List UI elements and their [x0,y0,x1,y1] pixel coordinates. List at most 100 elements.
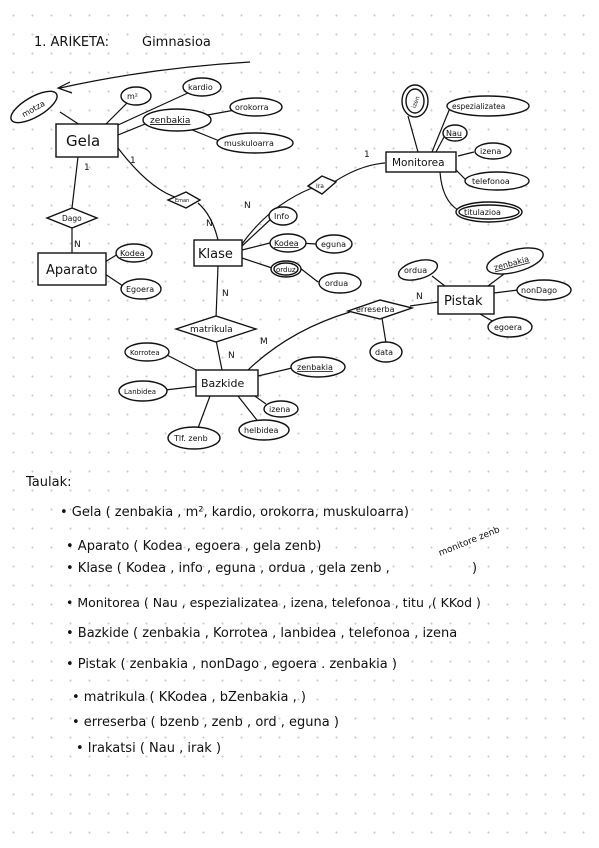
margin-annotation: monitore zenb [437,525,501,559]
table-line-monitorea: • Monitorea ( Nau , espezializatea , ize… [66,595,481,610]
exercise-number: 1. ARIKETA: [34,35,109,50]
attr-monitorea-titulazioa: titulazioa [455,201,523,223]
attr-gela-muskuloarra: muskuloarra [216,132,294,154]
entity-gela[interactable]: Gela [55,123,119,158]
cardinality-matrikula-bazkide: N [228,351,235,361]
attr-pistak-zenbakia: zenbakia [486,247,544,275]
entity-klase[interactable]: Klase [193,239,243,267]
attr-gela-motza: motza [10,90,58,124]
svg-text:Kodea: Kodea [274,239,299,248]
relationship-dago[interactable]: Dago [45,207,99,229]
attr-pistak-nondago: nonDago [516,279,572,301]
exercise-title: Gimnasioa [142,35,211,50]
svg-text:m²: m² [127,92,138,101]
cardinality-erreserba-pistak: N [416,292,423,302]
svg-text:espezializatea: espezializatea [452,102,505,111]
entity-pistak-label: Pistak [444,294,483,309]
relationship-irakatsi[interactable]: Ira [306,175,338,195]
svg-text:data: data [375,348,393,357]
cardinality-ira-monitorea: 1 [364,150,370,160]
entity-monitorea[interactable]: Monitorea [385,151,457,173]
svg-text:Lanbidea: Lanbidea [124,388,156,396]
attr-aparato-kodea: Kodea [115,243,153,263]
cardinality-dago-aparato: N [74,240,81,250]
cardinality-eman-klase: N [206,219,213,229]
table-line-pistak: • Pistak ( zenbakia , nonDago , egoera .… [66,657,397,672]
table-line-klase-close: ) [472,561,477,576]
cardinality-gela-eman: 1 [130,156,136,166]
attr-monitorea-espezializatea: espezializatea [446,95,530,117]
entity-aparato[interactable]: Aparato [37,252,107,286]
attr-monitorea-telefonoa: telefonoa [464,171,530,191]
attr-aparato-egoera: Egoera [120,278,162,300]
svg-text:orduz: orduz [276,266,296,274]
relationship-matrikula[interactable]: matrikula [173,315,259,343]
attr-klase-kodea: Kodea [269,233,307,253]
attr-klase-eguna: eguna [315,234,353,254]
attr-bazkide-izena: izena [263,400,299,418]
entity-klase-label: Klase [198,247,233,262]
svg-text:muskuloarra: muskuloarra [224,139,274,148]
attr-gela-zenbakia: zenbakia [142,108,212,132]
entity-pistak[interactable]: Pistak [437,285,495,315]
entity-bazkide[interactable]: Bazkide [195,369,259,397]
svg-text:Kodea: Kodea [120,249,145,258]
svg-text:helbidea: helbidea [244,426,279,435]
relationship-erreserba[interactable]: erreserba [345,299,415,320]
attr-bazkide-lanbidea: Lanbidea [118,380,168,402]
entity-gela-label: Gela [66,132,100,150]
entity-aparato-label: Aparato [46,263,98,278]
attr-bazkide-tlf: Tlf. zenb [167,426,221,450]
svg-text:zenbakia: zenbakia [297,363,333,372]
cardinality-klase-ira: N [244,201,251,211]
relationship-erreserba-label: erreserba [356,305,395,314]
svg-text:Info: Info [274,212,289,221]
attr-monitorea-nau: Nau [442,124,468,142]
cardinalities: 1 1 N N N N N M 1 N [74,150,423,361]
attr-gela-kardio: kardio [182,77,222,97]
attr-klase-orduz: orduz [270,260,302,278]
entity-bazkide-label: Bazkide [201,377,244,390]
svg-text:Egoera: Egoera [126,285,154,294]
svg-text:eguna: eguna [321,240,346,249]
cardinality-klase-matrikula: N [222,289,229,299]
svg-text:ordua: ordua [404,266,427,275]
svg-text:titulazioa: titulazioa [464,208,501,217]
svg-text:Nau: Nau [446,129,462,138]
table-line-matrikula: • matrikula ( KKodea , bZenbakia , ) [72,690,306,705]
entity-monitorea-label: Monitorea [392,157,445,169]
svg-text:zenbakia: zenbakia [150,116,190,126]
cardinality-bazkide-erreserba: M [260,337,268,347]
table-line-bazkide: • Bazkide ( zenbakia , Korrotea , lanbid… [66,626,457,641]
attr-monitorea-izena: izena [474,142,512,160]
relationship-dago-label: Dago [62,214,82,223]
svg-text:telefonoa: telefonoa [472,177,510,186]
table-line-erreserba: • erreserba ( bzenb , zenb , ord , eguna… [72,715,339,730]
relationship-eman[interactable]: Eman [166,191,202,209]
table-line-klase: • Klase ( Kodea , info , eguna , ordua ,… [66,561,390,576]
table-line-aparato: • Aparato ( Kodea , egoera , gela zenb) [66,539,321,554]
table-line-gela: • Gela ( zenbakia , m², kardio, orokorra… [60,505,409,520]
attr-klase-ordua: ordua [318,272,362,294]
attr-erreserba-data: data [369,341,403,363]
svg-text:kardio: kardio [188,83,213,92]
svg-text:izen: izen [411,95,422,109]
attr-monitorea-izen: izen [401,84,429,118]
attr-bazkide-korrotea: Korrotea [124,342,170,362]
relationship-irakatsi-label: Ira [316,183,324,190]
svg-text:egoera: egoera [494,323,522,332]
svg-text:orokorra: orokorra [235,103,269,112]
tables-heading: Taulak: [25,475,71,490]
cardinality-gela-dago: 1 [84,163,90,173]
relationship-eman-label: Eman [175,198,189,204]
attr-pistak-egoera: egoera [487,316,533,338]
svg-text:ordua: ordua [325,279,348,288]
svg-text:Tlf. zenb: Tlf. zenb [173,434,208,443]
tables-list: • Gela ( zenbakia , m², kardio, orokorra… [60,505,481,756]
attr-bazkide-helbidea: helbidea [238,419,290,441]
attr-klase-info: Info [268,206,298,226]
svg-text:izena: izena [269,405,290,414]
attr-gela-m2: m² [120,86,152,106]
svg-text:nonDago: nonDago [521,286,557,295]
